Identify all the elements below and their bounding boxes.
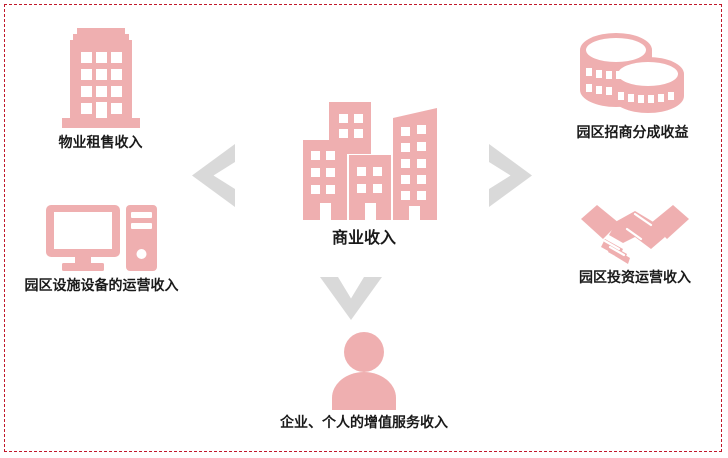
person-icon — [326, 330, 402, 410]
city-buildings-icon — [289, 100, 439, 220]
node-investment-promotion-share-label: 园区招商分成收益 — [576, 124, 689, 140]
node-property-rental-sales[interactable]: 物业租售收入 — [8, 22, 193, 152]
node-investment-promotion-share[interactable]: 园区招商分成收益 — [540, 22, 725, 142]
office-building-icon — [57, 22, 145, 130]
node-property-rental-sales-label: 物业租售收入 — [58, 134, 143, 150]
node-investment-operation-label: 园区投资运营收入 — [579, 269, 691, 285]
node-value-added-services-label: 企业、个人的增值服务收入 — [280, 414, 448, 430]
handshake-icon — [579, 203, 691, 265]
coins-stack-icon — [578, 22, 688, 120]
desktop-computer-icon — [44, 203, 159, 273]
node-value-added-services[interactable]: 企业、个人的增值服务收入 — [250, 330, 478, 432]
chevron-left-icon — [192, 144, 235, 207]
node-facility-equipment-operation-label: 园区设施设备的运营收入 — [24, 277, 179, 293]
node-investment-operation[interactable]: 园区投资运营收入 — [545, 203, 725, 287]
node-center-commercial-income[interactable]: 商业收入 — [264, 100, 464, 248]
node-center-label: 商业收入 — [331, 230, 396, 247]
chevron-right-icon — [489, 144, 532, 207]
node-facility-equipment-operation[interactable]: 园区设施设备的运营收入 — [4, 203, 199, 295]
chevron-down-icon — [320, 277, 382, 320]
